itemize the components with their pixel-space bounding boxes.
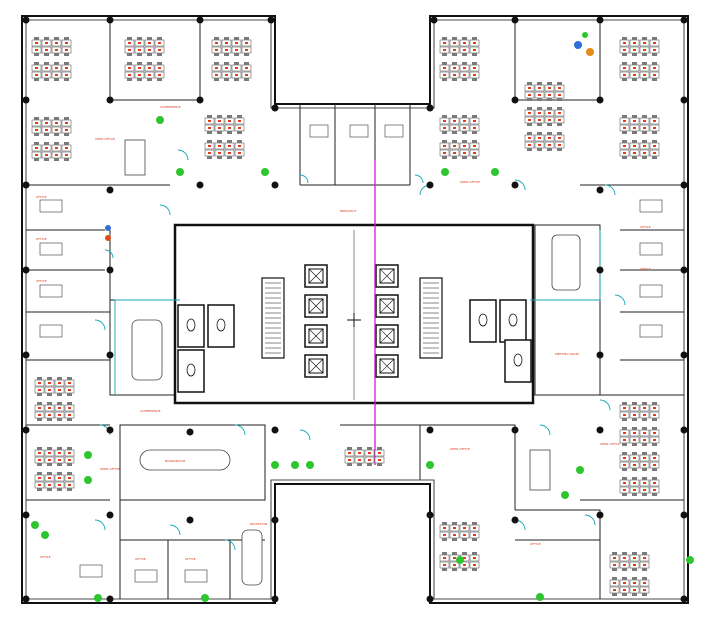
room-label: OFFICE xyxy=(530,542,541,546)
door-swings xyxy=(94,149,626,551)
room-label: OFFICE xyxy=(36,279,47,283)
room-label: OFFICE xyxy=(640,267,651,271)
workstations-east xyxy=(345,402,659,596)
room-label: OFFICE xyxy=(40,555,51,559)
core xyxy=(173,223,535,405)
room-label: OFFICE xyxy=(135,557,146,561)
room-label: OPEN OFFICE xyxy=(600,442,620,446)
room-label: OFFICE xyxy=(640,225,651,229)
room-label: CONFERENCE xyxy=(160,105,181,109)
room-label: BREAKOUT xyxy=(340,209,356,213)
conference-tables xyxy=(124,139,581,586)
room-label: OFFICE xyxy=(36,237,47,241)
room-label: CONFERENCE xyxy=(140,409,161,413)
room-label: OPEN OFFICE xyxy=(100,467,120,471)
room-label: RECEPTION xyxy=(250,522,267,526)
room-label: BOARDROOM xyxy=(165,459,186,463)
interior-walls xyxy=(26,20,684,599)
room-label: OFFICE xyxy=(185,557,196,561)
room-label: OPEN OFFICE xyxy=(460,180,480,184)
room-label: OPEN OFFICE xyxy=(95,137,115,141)
workstations-west xyxy=(35,377,74,491)
room-labels: CONFERENCE OFFICE OFFICE OFFICE OFFICE O… xyxy=(36,105,651,561)
room-label: OPEN OFFICE xyxy=(450,447,470,451)
workstations-ne xyxy=(440,37,659,159)
private-offices xyxy=(39,124,663,583)
room-label: OFFICE xyxy=(36,195,47,199)
accent-markers xyxy=(105,32,594,241)
room-label: MEETING ROOM xyxy=(555,352,579,356)
